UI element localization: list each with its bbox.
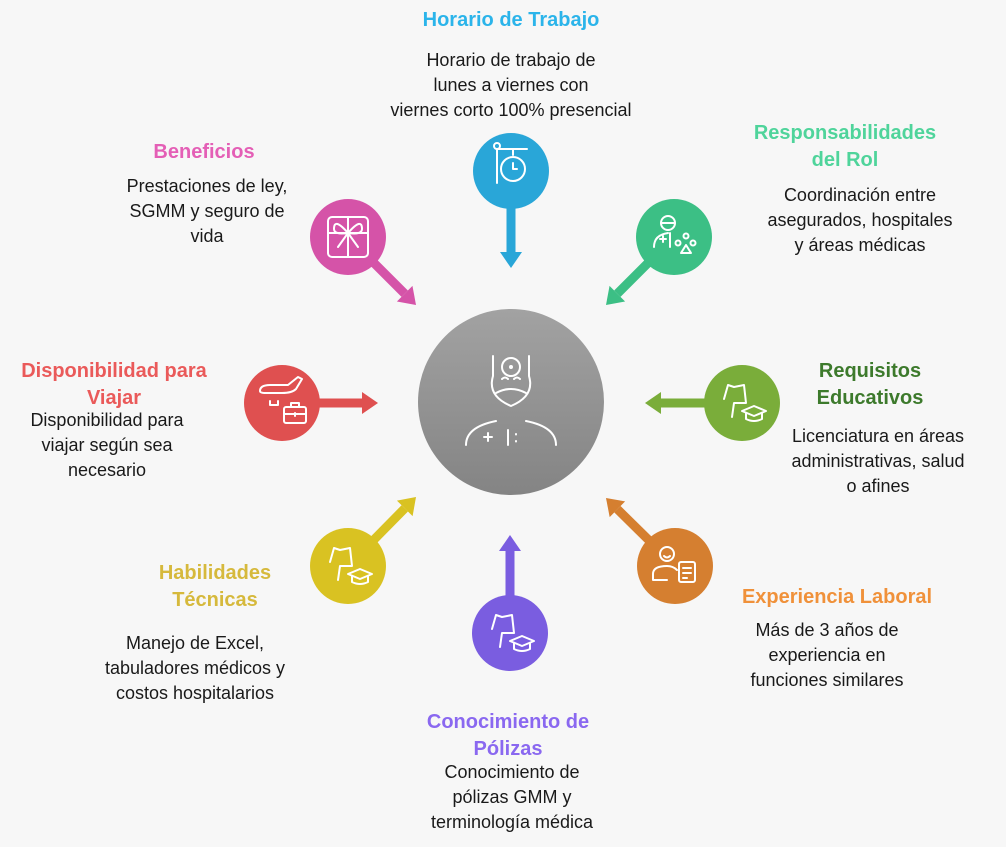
gift-icon <box>327 216 369 258</box>
beneficios-title: Beneficios <box>153 141 255 163</box>
clock-sign-icon <box>493 142 528 184</box>
requisitos-title: Requisitos Educativos <box>816 360 924 409</box>
responsabilidades-desc: Coordinación entre asegurados, hospitale… <box>767 185 953 255</box>
graduation-icon <box>491 614 535 652</box>
plane-briefcase-icon <box>259 376 307 424</box>
requisitos-desc: Licenciatura en áreas administrativas, s… <box>791 426 965 496</box>
experiencia-arrowhead <box>606 498 626 518</box>
disponibilidad-title: Disponibilidad para Viajar <box>21 360 207 409</box>
doctor-icon <box>465 355 557 446</box>
disponibilidad-desc: Disponibilidad para viajar según sea nec… <box>30 410 184 480</box>
experiencia-circle <box>637 528 713 604</box>
responsabilidades-title: Responsabilidades del Rol <box>753 122 937 171</box>
habilidades-title: Habilidades Técnicas <box>158 562 272 611</box>
resume-icon <box>652 546 696 583</box>
disponibilidad-circle <box>244 365 320 441</box>
disponibilidad-arrowhead <box>362 392 378 414</box>
graduation-icon <box>723 384 767 422</box>
responsabilidades-arrowhead <box>606 285 626 305</box>
horario-circle <box>473 133 549 209</box>
conocimiento-title: Conocimiento de Pólizas <box>426 711 590 760</box>
beneficios-desc: Prestaciones de ley, SGMM y seguro de vi… <box>126 176 288 246</box>
habilidades-arrowhead <box>396 497 416 517</box>
conocimiento-desc: Conocimiento de pólizas GMM y terminolog… <box>430 762 594 832</box>
center-circle <box>418 309 604 495</box>
habilidades-desc: Manejo de Excel, tabuladores médicos y c… <box>104 633 286 703</box>
experiencia-desc: Más de 3 años de experiencia en funcione… <box>750 620 904 690</box>
beneficios-arrowhead <box>396 285 416 305</box>
horario-arrowhead <box>500 252 522 268</box>
experiencia-title: Experiencia Laboral <box>741 586 933 608</box>
horario-title: Horario de Trabajo <box>422 9 600 31</box>
requisitos-arrowhead <box>645 392 661 414</box>
responsabilidades-circle <box>636 199 712 275</box>
horario-desc: Horario de trabajo de lunes a viernes co… <box>390 50 632 120</box>
medic-coordination-icon <box>653 215 697 254</box>
conocimiento-arrowhead <box>499 535 521 551</box>
graduation-icon <box>329 547 373 585</box>
